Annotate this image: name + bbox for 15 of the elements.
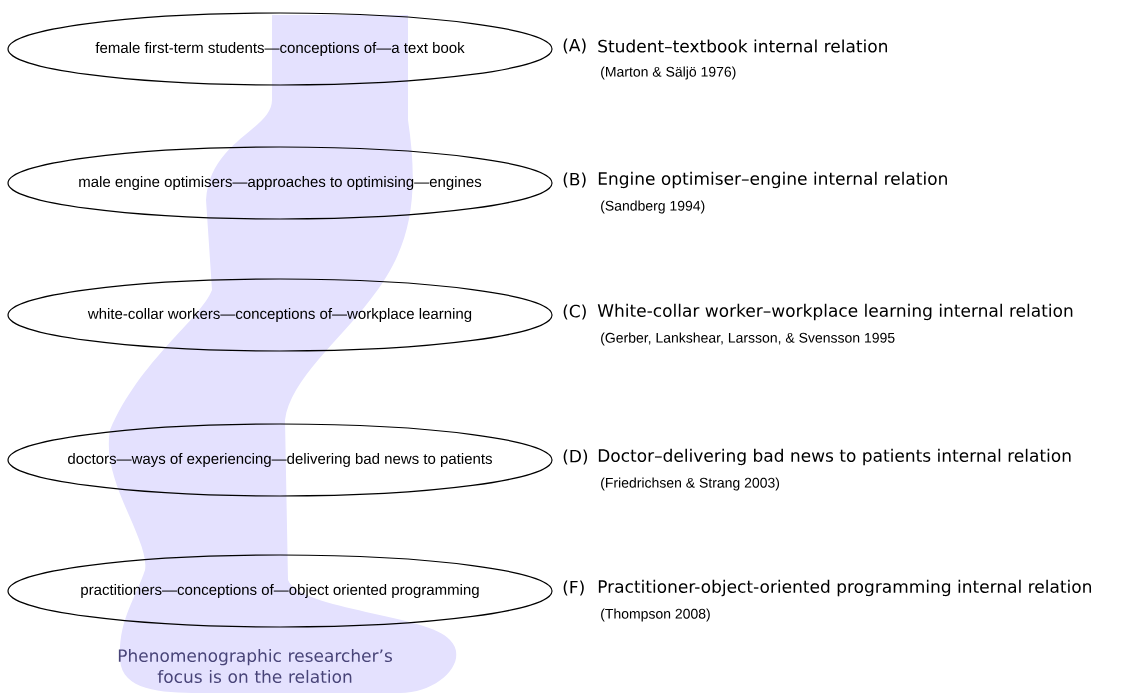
citation: (Thompson 2008)	[601, 608, 710, 622]
item-letter: (B)	[563, 172, 586, 188]
citation: (Sandberg 1994)	[601, 200, 705, 214]
relation-title: Doctor–delivering bad news to patients internal relation	[598, 448, 1071, 466]
item-letter: (C)	[563, 304, 586, 320]
citation: (Marton & Säljö 1976)	[601, 66, 736, 80]
item-letter: (A)	[563, 38, 586, 54]
relation-title: White-collar worker–workplace learning internal relation	[597, 303, 1073, 321]
relation-title: Engine optimiser–engine internal relation	[598, 171, 947, 189]
item-letter: (D)	[563, 449, 588, 465]
item-letter: (F)	[563, 580, 584, 596]
citation: (Gerber, Lankshear, Larsson, & Svensson 1995	[601, 332, 895, 346]
citation: (Friedrichsen & Strang 2003)	[601, 477, 780, 491]
relation-title: Student–textbook internal relation	[598, 39, 887, 53]
relation-title: Practitioner-object-oriented programming internal relation	[598, 579, 1091, 597]
